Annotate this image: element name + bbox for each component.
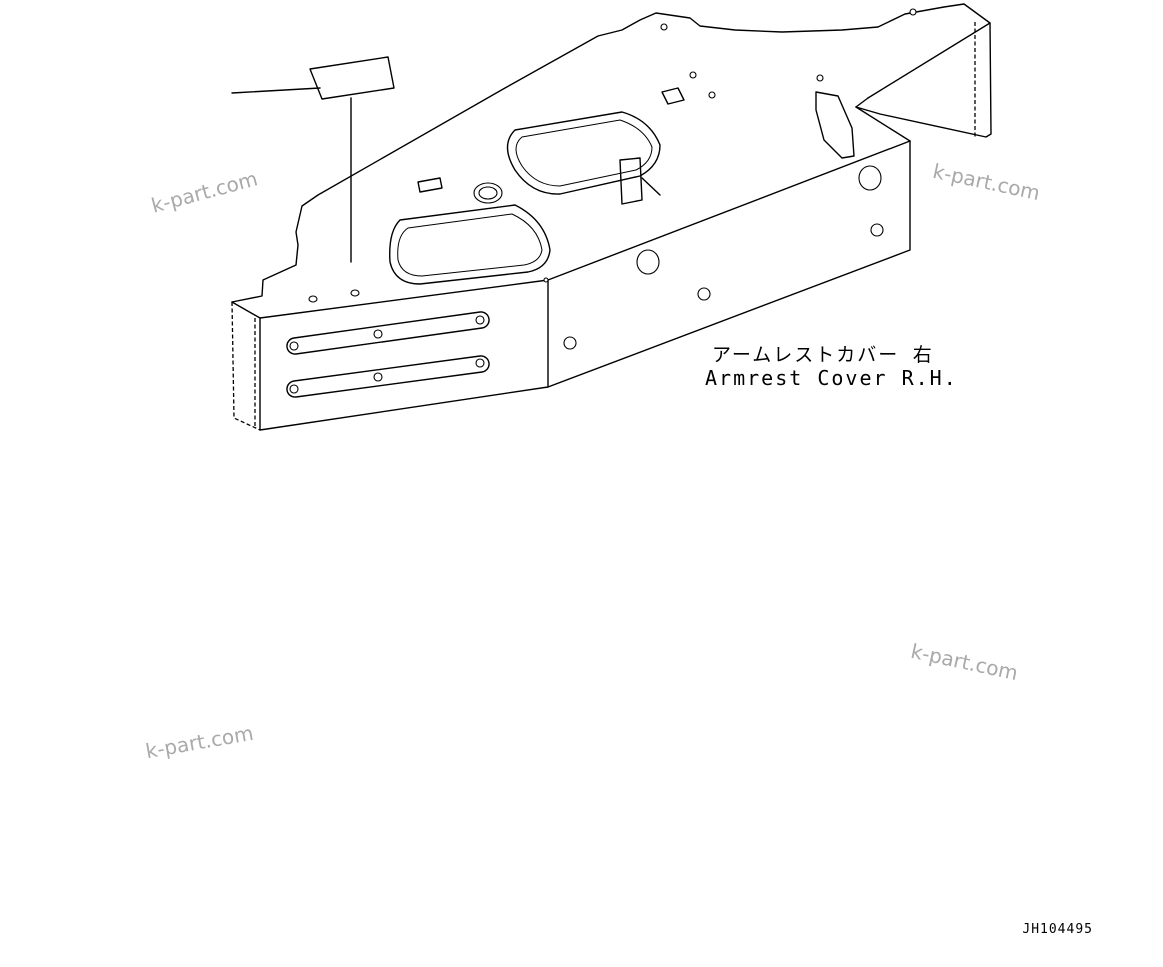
armrest-top-plate	[231, 3, 992, 319]
part-name-japanese: アームレストカバー 右	[712, 344, 934, 366]
drawing-code: JH104495	[1022, 922, 1093, 937]
rear-block	[855, 22, 991, 138]
front-face	[231, 140, 911, 431]
top-openings	[389, 87, 855, 285]
front-slots	[286, 311, 490, 398]
label-tag	[231, 56, 395, 263]
part-name-english: Armrest Cover R.H.	[705, 366, 958, 390]
mounting-holes	[308, 8, 917, 350]
